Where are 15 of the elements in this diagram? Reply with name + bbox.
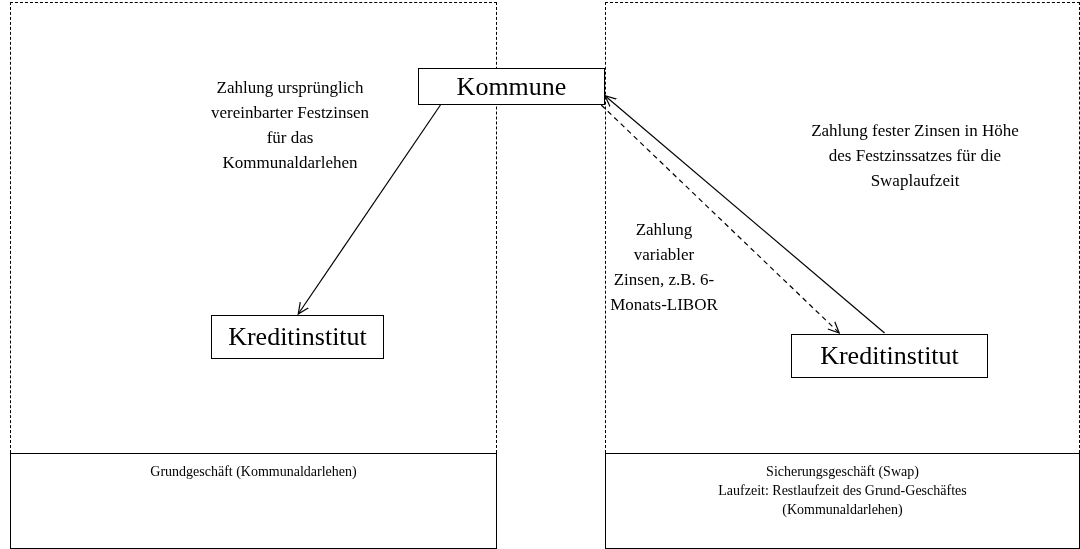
description-box <box>10 453 497 549</box>
entity-box: Kreditinstitut <box>791 334 988 378</box>
arrow <box>600 104 840 334</box>
entity-box: Kreditinstitut <box>211 315 384 359</box>
entity-box: Kommune <box>418 68 605 105</box>
edge-label: Zahlung variabler Zinsen, z.B. 6-Monats-LIBOR <box>609 219 719 316</box>
arrow <box>604 95 886 334</box>
description-box <box>605 453 1080 549</box>
edge-label: Zahlung fester Zinsen in Höhe des Festzinssatzes für die Swaplaufzeit <box>810 120 1020 192</box>
description-text: Laufzeit: Restlaufzeit des Grund-Geschäftes (Kommunaldarlehen) <box>717 482 968 519</box>
dashed-panel <box>605 2 1080 453</box>
description-text: Grundgeschäft (Kommunaldarlehen) <box>150 463 357 481</box>
edge-label: Zahlung ursprünglich vereinbarter Festzinsen für das Kommunaldarlehen <box>209 77 371 174</box>
heading-text: Sicherungsgeschäft (Swap) <box>765 463 920 481</box>
arrow <box>297 104 442 315</box>
